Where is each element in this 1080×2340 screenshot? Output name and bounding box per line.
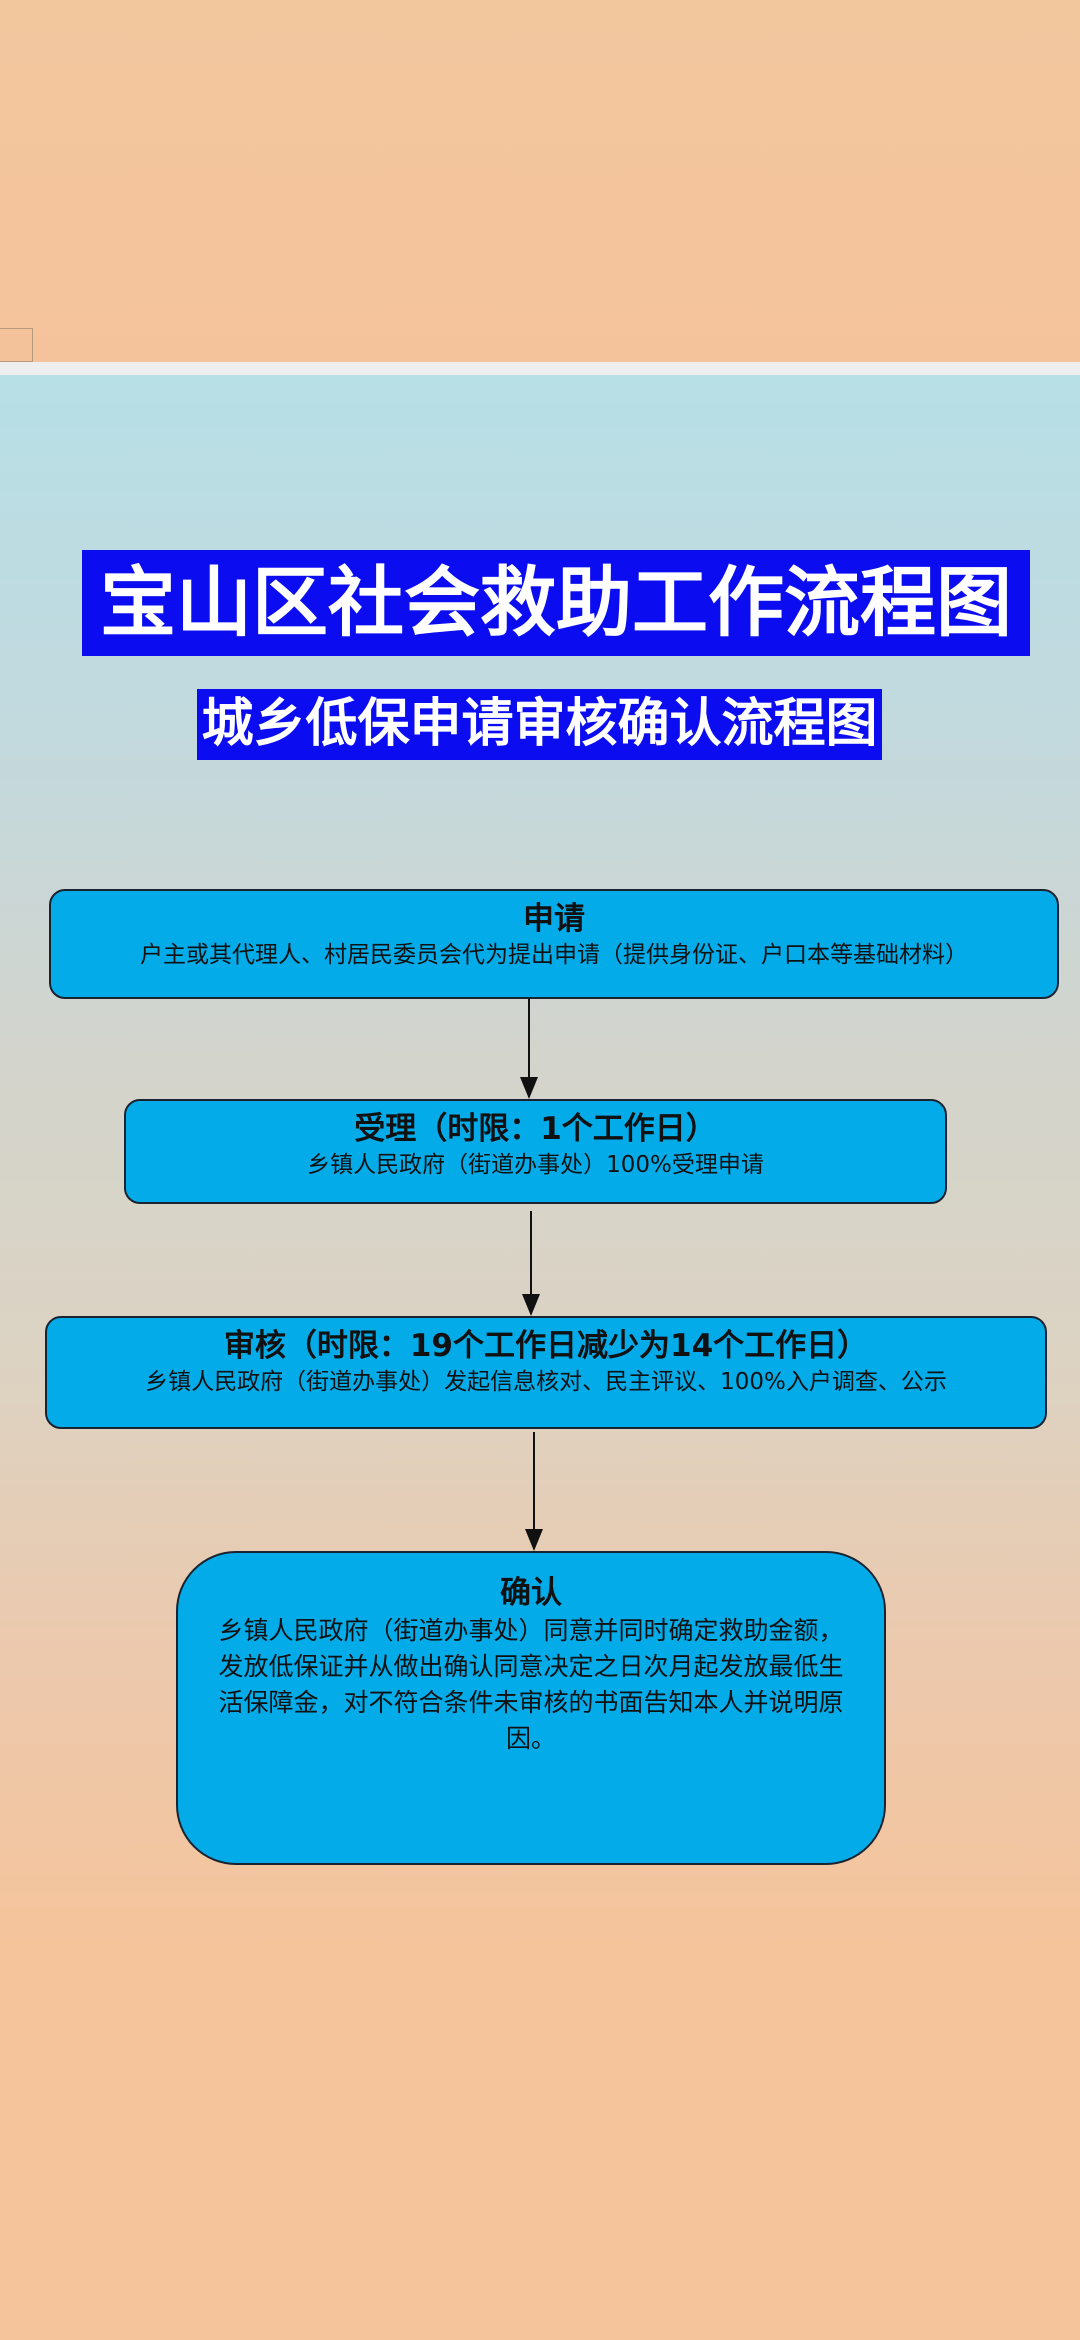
step-body: 乡镇人民政府（街道办事处）同意并同时确定救助金额，发放低保证并从做出确认同意决定… <box>218 1616 844 1753</box>
step-review: 审核（时限：19个工作日减少为14个工作日） 乡镇人民政府（街道办事处）发起信息… <box>45 1316 1047 1429</box>
step-confirm: 确认 乡镇人民政府（街道办事处）同意并同时确定救助金额，发放低保证并从做出确认同… <box>176 1551 886 1865</box>
step-body: 乡镇人民政府（街道办事处）发起信息核对、民主评议、100%入户调查、公示 <box>145 1369 947 1395</box>
arrow-down-icon <box>520 999 538 1099</box>
arrow-down-icon <box>525 1432 543 1551</box>
page-tab-marker <box>0 328 33 362</box>
step-accept: 受理（时限：1个工作日） 乡镇人民政府（街道办事处）100%受理申请 <box>124 1099 947 1204</box>
step-heading: 确认 <box>500 1575 562 1611</box>
page-subtitle: 城乡低保申请审核确认流程图 <box>197 689 882 760</box>
step-heading: 申请 <box>523 901 585 937</box>
step-heading: 受理（时限：1个工作日） <box>354 1111 717 1147</box>
step-apply: 申请 户主或其代理人、村居民委员会代为提出申请（提供身份证、户口本等基础材料） <box>49 889 1059 999</box>
divider-strip <box>0 362 1080 375</box>
step-body: 户主或其代理人、村居民委员会代为提出申请（提供身份证、户口本等基础材料） <box>140 942 968 968</box>
step-body: 乡镇人民政府（街道办事处）100%受理申请 <box>307 1152 764 1178</box>
top-band <box>0 0 1080 362</box>
step-heading: 审核（时限：19个工作日减少为14个工作日） <box>223 1328 869 1364</box>
arrow-down-icon <box>522 1211 540 1316</box>
page-title: 宝山区社会救助工作流程图 <box>82 550 1030 656</box>
